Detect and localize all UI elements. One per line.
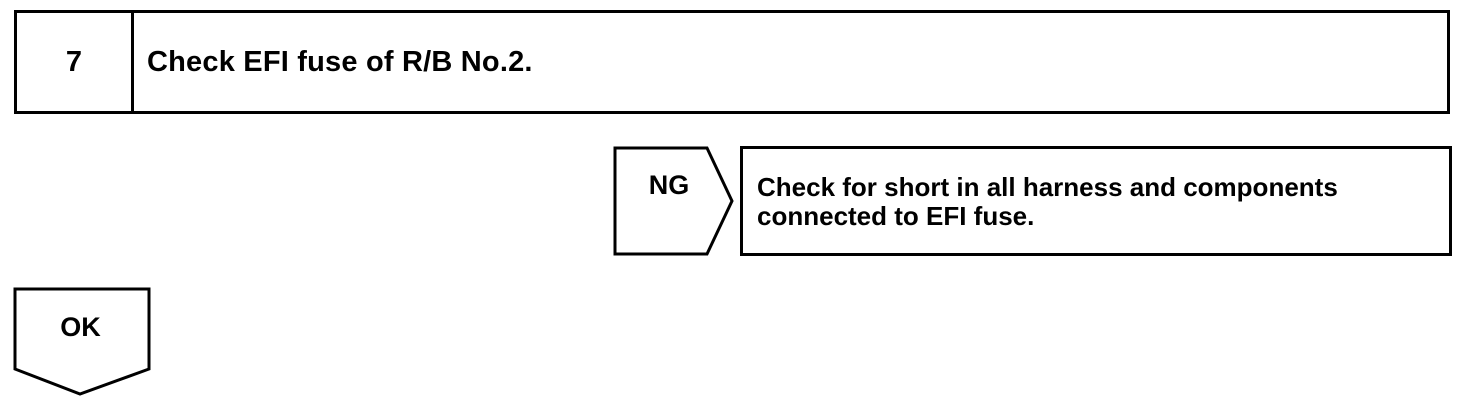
step-number: 7 <box>17 13 134 111</box>
ng-result-line-2: connected to EFI fuse. <box>757 201 1035 231</box>
step-box: 7 Check EFI fuse of R/B No.2. <box>14 10 1450 114</box>
ng-label: NG <box>648 170 690 200</box>
ok-label: OK <box>60 312 101 342</box>
ng-result-box: Check for short in all harness and compo… <box>740 146 1452 256</box>
ng-arrow-shape <box>613 146 734 256</box>
ng-result-line-1: Check for short in all harness and compo… <box>757 172 1338 202</box>
ok-arrow-shape <box>13 287 151 396</box>
step-title: Check EFI fuse of R/B No.2. <box>147 45 533 78</box>
